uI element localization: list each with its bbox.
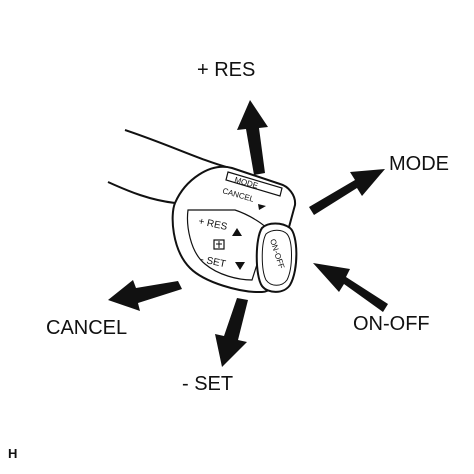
figure-id: H (8, 446, 17, 461)
lever-cancel-arrow-icon (258, 204, 266, 210)
lever-res-arrow-icon (232, 228, 242, 236)
arrow-up-right-mode-icon (309, 169, 385, 215)
label-on-off: ON-OFF (353, 313, 430, 335)
label-cancel: CANCEL (46, 317, 127, 339)
cruise-symbol-icon (213, 239, 225, 250)
arrow-up-res-icon (237, 100, 268, 175)
arrow-down-left-cancel-icon (108, 280, 182, 311)
lever-mark-set: - SET (199, 254, 226, 270)
on-off-button (255, 222, 298, 293)
arrow-up-left-on-off-icon (313, 263, 388, 312)
label-mode: MODE (389, 153, 449, 175)
label-set: - SET (182, 373, 233, 395)
lever-stalk (107, 129, 231, 204)
label-res: + RES (197, 59, 255, 81)
lever-set-arrow-icon (235, 262, 245, 270)
arrow-down-set-icon (215, 298, 248, 367)
